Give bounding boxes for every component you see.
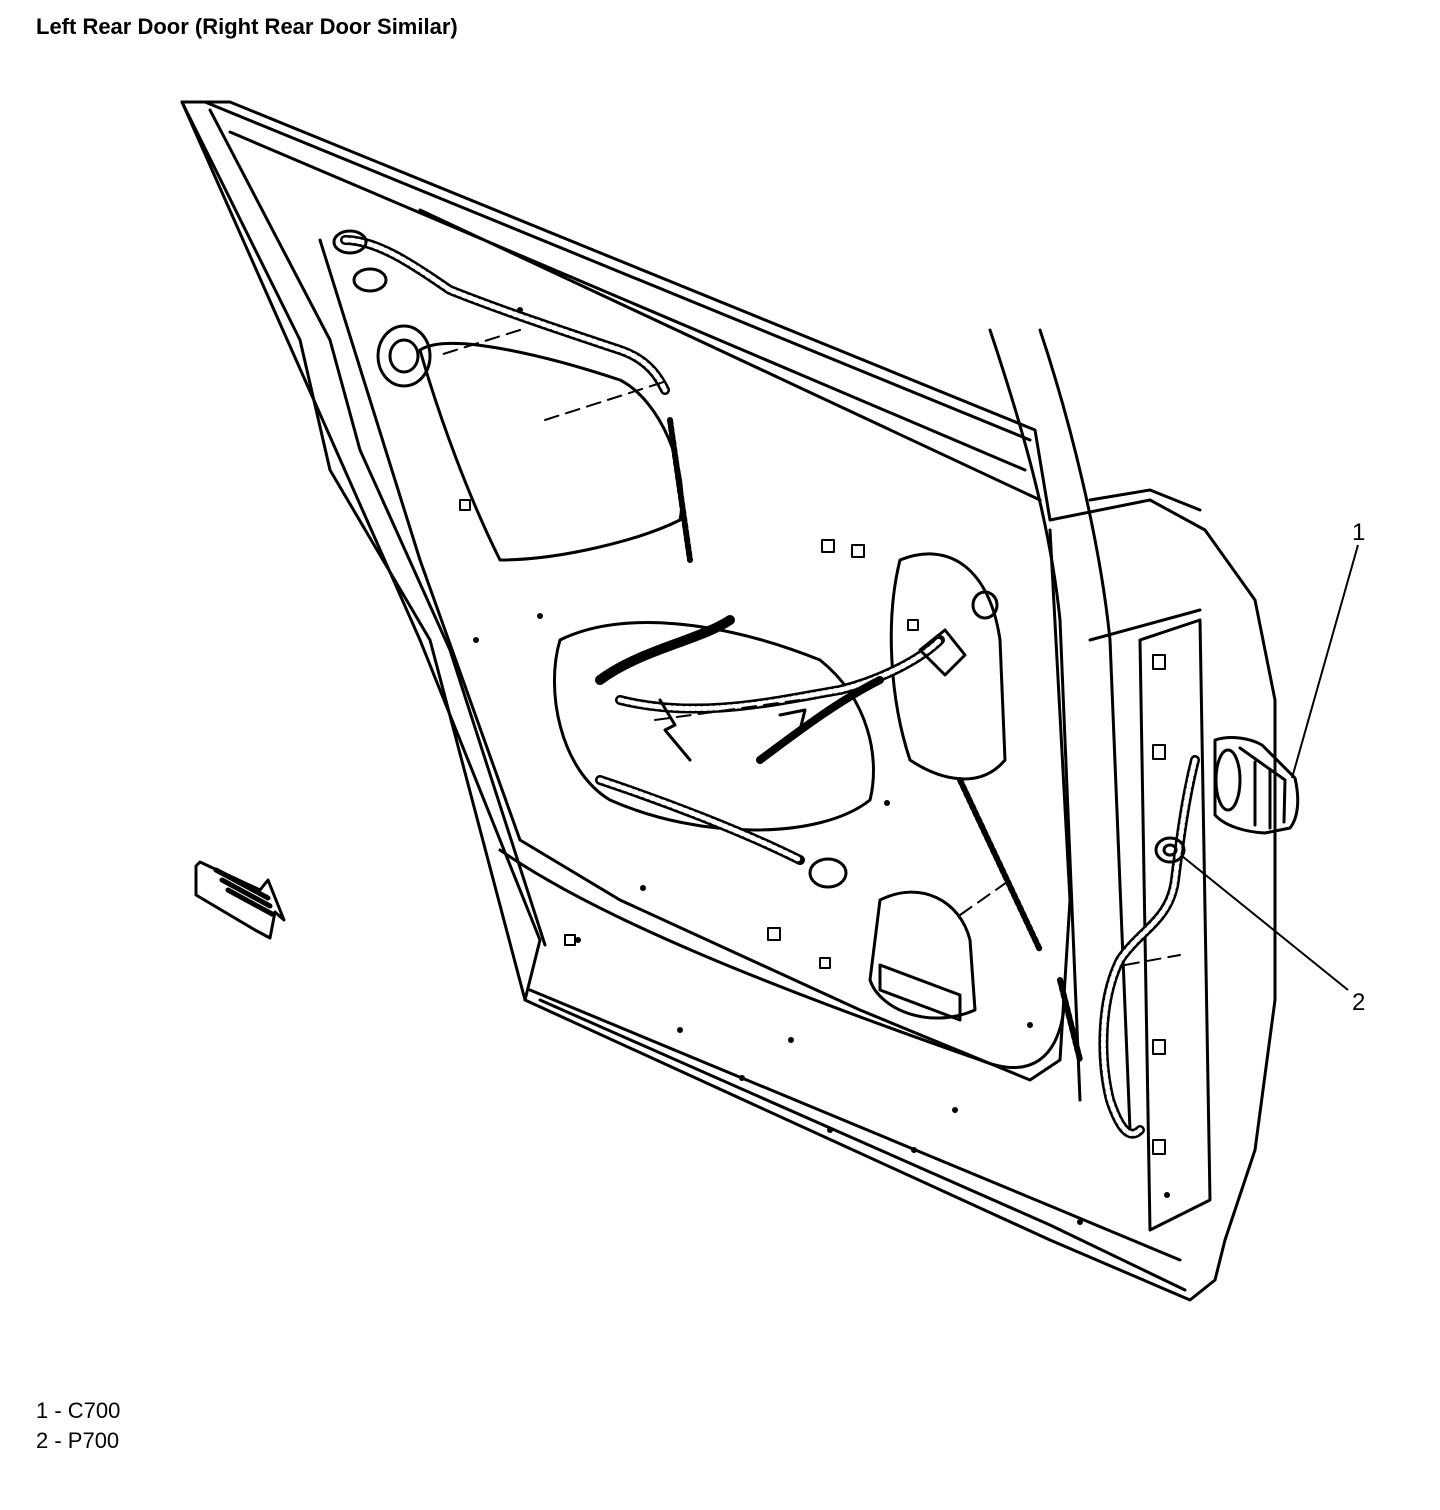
callout-2-number: 2 — [1352, 989, 1365, 1016]
glass-area — [418, 342, 684, 562]
regulator-cable — [667, 417, 693, 563]
door-hinge-edge — [180, 100, 527, 1002]
callout-1-number: 1 — [1352, 519, 1365, 546]
harness-branch — [756, 676, 884, 764]
inner-panel-bottom-rail — [528, 988, 1182, 1262]
legend-item-1: 1 - C700 — [36, 1398, 121, 1423]
door-top-frame — [203, 100, 1042, 502]
mounting-holes — [459, 499, 1166, 1155]
inner-panel-bottom-rail-2 — [538, 998, 1187, 1292]
door-rear-edge-inner — [208, 108, 547, 947]
alignment-lines — [439, 329, 1181, 966]
latch-pillar — [988, 328, 1132, 1132]
c700-connector — [1213, 736, 1300, 835]
door-outer-outline — [180, 100, 1277, 1302]
access-opening-upper — [553, 621, 875, 832]
speaker-opening — [376, 324, 432, 388]
p700-grommet — [1154, 836, 1186, 864]
diagram-title: Left Rear Door (Right Rear Door Similar) — [36, 14, 458, 39]
direction-arrow — [194, 860, 286, 940]
inner-panel-lower — [498, 848, 1067, 1069]
callout-2-leader — [1181, 855, 1349, 991]
inner-panel-outline — [318, 238, 1072, 1082]
access-opening-lower — [868, 890, 977, 1020]
legend-item-2: 2 - P700 — [36, 1428, 120, 1453]
callout-1-leader — [1291, 544, 1359, 779]
legend: 1 - C700 2 - P700 — [36, 1396, 120, 1456]
harness-middle — [595, 615, 945, 714]
